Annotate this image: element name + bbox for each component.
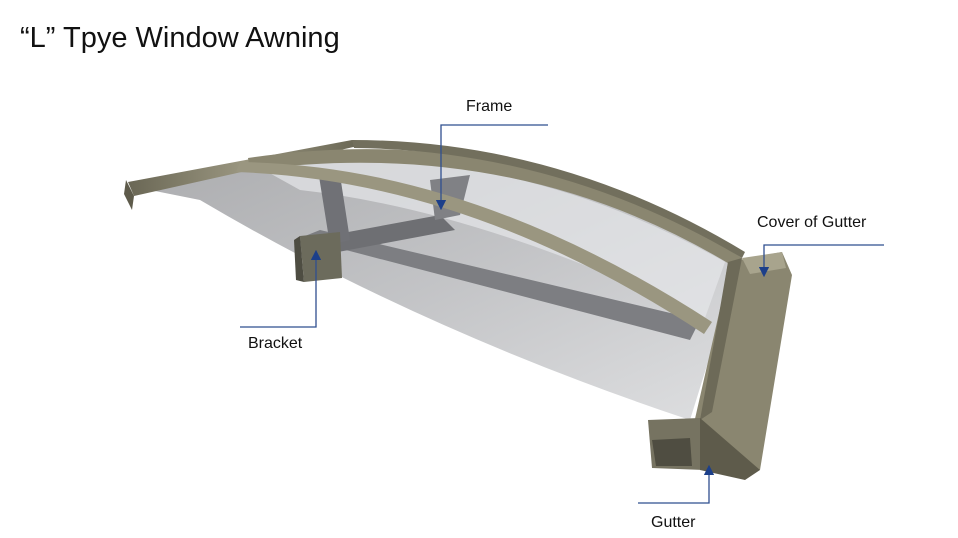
label-cover-of-gutter: Cover of Gutter <box>757 214 867 231</box>
support-ribs <box>300 170 700 340</box>
label-bracket: Bracket <box>248 335 303 352</box>
gutter-shape <box>648 252 792 480</box>
gutter-leader <box>638 464 715 504</box>
cover-of-gutter-leader <box>758 244 884 278</box>
label-gutter: Gutter <box>651 514 696 531</box>
bracket-shape <box>294 232 342 282</box>
frame-rails <box>124 140 745 334</box>
page-title: “L” Tpye Window Awning <box>20 22 340 54</box>
bracket-leader <box>240 249 322 328</box>
leader-lines <box>240 124 884 504</box>
frame-leader <box>435 124 548 211</box>
sheet-highlight <box>255 159 725 318</box>
label-frame: Frame <box>466 98 513 115</box>
